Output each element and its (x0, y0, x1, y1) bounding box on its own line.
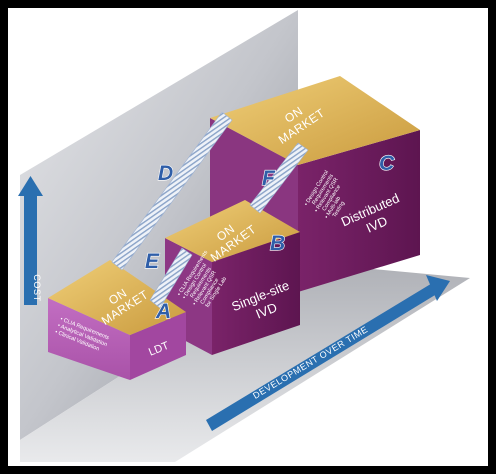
block-single-site-ivd: ON MARKET • CLIA Requirements • Design C… (165, 200, 300, 355)
letter-c: C (379, 152, 395, 175)
block-ldt: ON MARKET • CLIA Requirements • Analytic… (48, 260, 186, 380)
single-site-top-face (165, 200, 300, 262)
single-site-front-face (212, 232, 300, 355)
letter-a: A (155, 300, 171, 323)
letter-f: F (262, 167, 276, 190)
cost-axis-arrow (18, 176, 43, 305)
staircase-e (149, 247, 193, 309)
distributed-front-face (298, 130, 420, 292)
ldt-front-face (130, 312, 186, 380)
letter-d: D (158, 162, 173, 185)
cost-axis-label: COST (32, 274, 42, 301)
distributed-top-face (210, 76, 420, 165)
letter-b: B (270, 232, 285, 255)
letter-e: E (145, 250, 160, 273)
ldt-side-face (48, 298, 130, 380)
time-floor (20, 262, 470, 462)
ldt-top-face (48, 260, 186, 335)
staircase-f (249, 142, 309, 214)
time-axis-arrow (206, 275, 450, 431)
staircase-d (111, 111, 233, 271)
